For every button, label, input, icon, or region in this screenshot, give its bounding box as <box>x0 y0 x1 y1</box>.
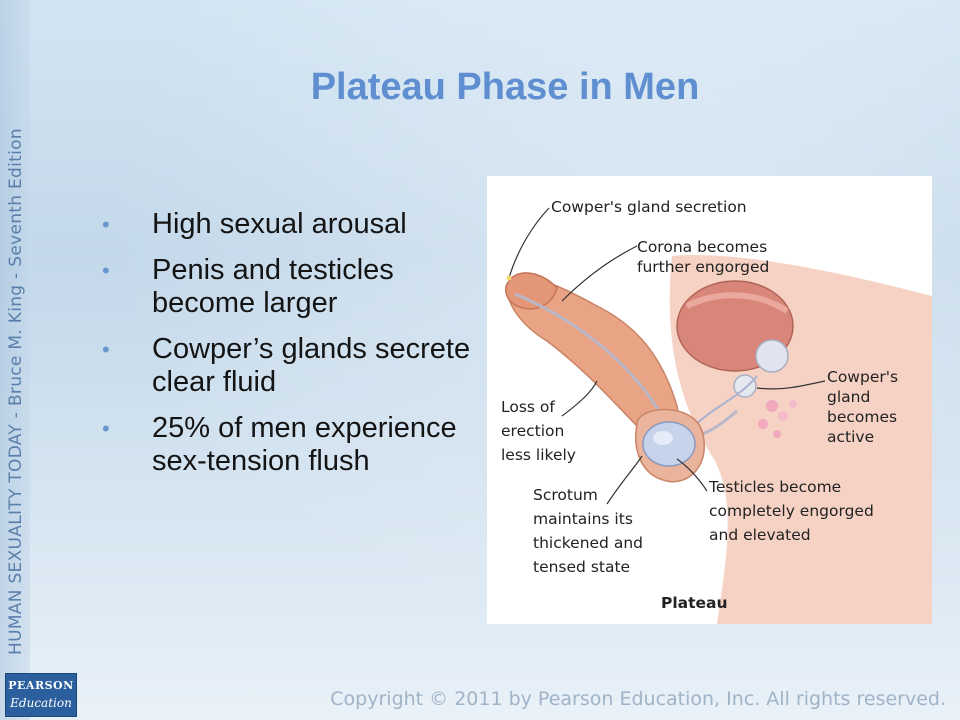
urethra-line <box>514 292 738 438</box>
testicle-shape <box>642 421 696 467</box>
label-cowper-active-4: active <box>827 428 875 446</box>
label-corona-1: Corona becomes <box>637 238 768 256</box>
bullet-icon: • <box>102 212 110 237</box>
logo-text-top: PEARSON <box>8 679 74 692</box>
testicle-highlight <box>653 431 673 445</box>
logo-text-bottom: Education <box>10 696 72 710</box>
label-scrotum-3: thickened and <box>533 534 643 552</box>
label-cowper-active-1: Cowper's <box>827 368 899 386</box>
bullet-icon: • <box>102 416 110 441</box>
label-scrotum-2: maintains its <box>533 510 633 528</box>
label-testicles-2: completely engorged <box>709 502 874 520</box>
label-loss-2: erection <box>501 422 565 440</box>
label-cowpers-secretion: Cowper's gland secretion <box>551 198 747 216</box>
bullet-icon: • <box>102 337 110 362</box>
bullet-text: Penis and testicles become larger <box>152 254 394 319</box>
slide-title: Plateau Phase in Men <box>310 66 700 108</box>
side-band <box>0 0 30 720</box>
label-scrotum-1: Scrotum <box>533 486 598 504</box>
label-testicles-1: Testicles become <box>709 478 842 496</box>
bullet-text: Cowper’s glands secrete clear fluid <box>152 333 471 398</box>
bullet-item: • 25% of men experience sex-tension flus… <box>102 412 482 478</box>
prostate-shape <box>755 339 789 373</box>
bullet-text: High sexual arousal <box>152 208 407 240</box>
label-loss-3: less likely <box>501 446 576 464</box>
bullet-text: 25% of men experience sex-tension flush <box>152 412 457 477</box>
gland-cluster <box>758 400 797 438</box>
label-loss-1: Loss of <box>501 398 555 416</box>
pearson-logo: PEARSON Education <box>5 673 77 717</box>
bullet-item: • Cowper’s glands secrete clear fluid <box>102 333 482 399</box>
secretion-drop <box>506 275 512 281</box>
copyright-notice: Copyright © 2011 by Pearson Education, I… <box>330 688 946 710</box>
label-corona-2: further engorged <box>637 258 770 276</box>
bullet-list: • High sexual arousal • Penis and testic… <box>102 208 482 491</box>
label-scrotum-4: tensed state <box>533 558 631 576</box>
figure-caption: Plateau <box>661 594 728 612</box>
label-cowper-active-3: becomes <box>827 408 898 426</box>
bullet-item: • High sexual arousal <box>102 208 482 241</box>
label-testicles-3: and elevated <box>709 526 811 544</box>
label-cowper-active-2: gland <box>827 388 871 406</box>
anatomy-figure: Cowper's gland secretion Corona becomes … <box>487 176 932 624</box>
leader-lines <box>508 207 826 505</box>
book-title-vertical: HUMAN SEXUALITY TODAY - Bruce M. King - … <box>6 128 26 655</box>
bullet-icon: • <box>102 258 110 283</box>
anatomy-illustration <box>504 207 932 624</box>
bullet-item: • Penis and testicles become larger <box>102 254 482 320</box>
bladder-highlight <box>685 292 789 314</box>
